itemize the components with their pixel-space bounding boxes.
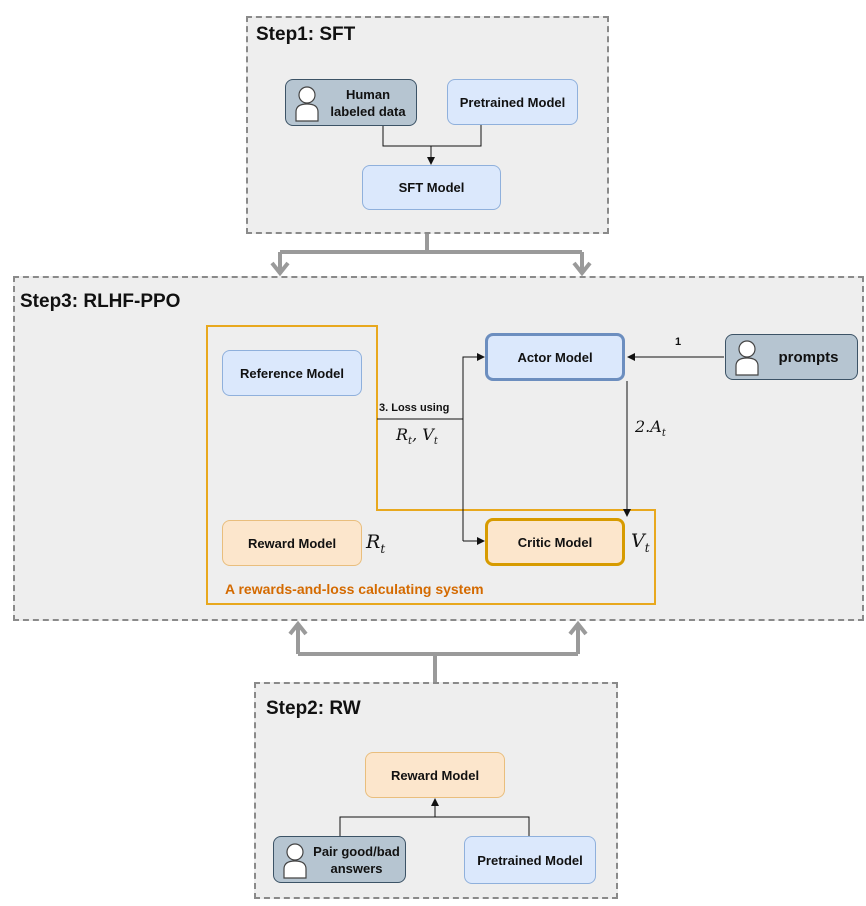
reward-model-node-step2: Reward Model <box>365 752 505 798</box>
edge-loss-to-actor <box>462 353 485 541</box>
sft-model-node: SFT Model <box>362 165 501 210</box>
edge-1-label: 1 <box>675 336 682 348</box>
step3-panel <box>13 276 864 621</box>
reward-model-node-step3: Reward Model <box>222 520 362 566</box>
critic-model-node: Critic Model <box>485 518 625 566</box>
step2-title: Step2: RW <box>266 698 361 719</box>
loss-label: 3. Loss using <box>379 402 450 414</box>
edge-step1-to-step3 <box>278 234 584 272</box>
person-icon <box>283 842 307 879</box>
pretrained-model-node-step2: Pretrained Model <box>464 836 596 884</box>
edge-pair-to-reward <box>339 816 530 836</box>
human-labeled-data-node: Human labeled data <box>285 79 417 126</box>
person-icon <box>735 340 759 376</box>
step1-title: Step1: SFT <box>256 24 356 45</box>
loss-math-label: Rt, Vt <box>396 425 438 448</box>
pretrained-model-node-step1: Pretrained Model <box>447 79 578 125</box>
edge-pretrained-to-sft <box>431 125 482 147</box>
edge-human-to-sft <box>382 125 435 165</box>
person-icon <box>295 85 319 122</box>
system-label: A rewards-and-loss calculating system <box>225 581 484 597</box>
edge-step2-to-step3 <box>296 626 580 682</box>
critic-vt-label: Vt <box>631 530 650 555</box>
prompts-node: prompts <box>725 334 858 380</box>
pair-good-bad-label: Pair good/bad answers <box>313 843 400 876</box>
system-box <box>206 325 656 605</box>
pair-good-bad-node: Pair good/bad answers <box>273 836 406 883</box>
actor-model-node: Actor Model <box>485 333 625 381</box>
reference-model-node: Reference Model <box>222 350 362 396</box>
prompts-label: prompts <box>778 348 839 366</box>
edge-2-label: 2.At <box>635 417 666 440</box>
human-labeled-data-label: Human labeled data <box>330 86 406 119</box>
step3-title: Step3: RLHF-PPO <box>20 291 181 312</box>
reward-rt-label: Rt <box>366 531 386 556</box>
